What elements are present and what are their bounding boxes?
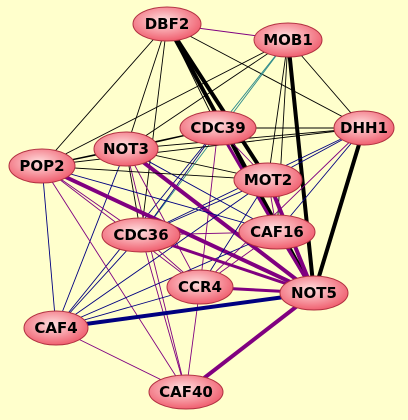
node-cdc39[interactable]: CDC39 xyxy=(179,110,257,146)
node-label: NOT3 xyxy=(103,140,149,158)
node-ellipse xyxy=(233,162,303,198)
node-label: POP2 xyxy=(19,157,64,175)
edge-mob1-caf16 xyxy=(276,39,289,233)
edge-dhh1-pop2 xyxy=(41,127,365,167)
edge-mob1-not5 xyxy=(286,38,316,295)
node-label: CDC36 xyxy=(113,226,168,244)
node-mob1[interactable]: MOB1 xyxy=(253,22,323,58)
node-ellipse xyxy=(253,22,323,58)
node-ellipse xyxy=(166,269,234,305)
edge-dbf2-not3 xyxy=(125,23,168,150)
edge-dhh1-ccr4 xyxy=(199,127,365,288)
edge-mob1-not3 xyxy=(125,39,289,150)
node-ellipse xyxy=(238,214,316,250)
node-label: NOT5 xyxy=(291,284,337,302)
node-label: DHH1 xyxy=(340,119,388,137)
node-label: MOT2 xyxy=(244,171,292,189)
node-mot2[interactable]: MOT2 xyxy=(233,162,303,198)
edge-mob1-mot2 xyxy=(267,39,289,181)
node-label: CAF4 xyxy=(34,319,77,337)
edge-mob1-pop2 xyxy=(41,39,289,167)
node-ellipse xyxy=(23,310,89,346)
node-caf16[interactable]: CAF16 xyxy=(238,214,316,250)
node-cdc36[interactable]: CDC36 xyxy=(101,217,181,253)
node-dhh1[interactable]: DHH1 xyxy=(333,110,395,146)
node-ellipse xyxy=(179,110,257,146)
edge-dhh1-not5 xyxy=(312,126,366,295)
node-label: CAF16 xyxy=(250,223,304,241)
edge-dbf2-dhh1 xyxy=(166,23,365,129)
edge-caf16-caf4 xyxy=(55,231,278,329)
node-ellipse xyxy=(333,110,395,146)
edge-dhh1-caf16 xyxy=(276,127,365,233)
edge-ccr4-caf40 xyxy=(185,286,201,393)
node-label: CAF40 xyxy=(159,383,213,401)
node-caf4[interactable]: CAF4 xyxy=(23,310,89,346)
edge-dbf2-pop2 xyxy=(41,23,168,167)
node-label: DBF2 xyxy=(145,15,190,33)
node-ellipse xyxy=(8,148,76,184)
edge-not5-caf4 xyxy=(54,291,316,330)
node-dbf2[interactable]: DBF2 xyxy=(132,6,202,42)
node-ccr4[interactable]: CCR4 xyxy=(166,269,234,305)
edge-mot2-ccr4 xyxy=(199,179,269,288)
edge-pop2-caf40 xyxy=(41,165,187,393)
node-caf40[interactable]: CAF40 xyxy=(148,374,224,410)
edge-not3-caf40 xyxy=(125,148,187,393)
edge-not5-caf40 xyxy=(184,291,316,394)
node-label: CDC39 xyxy=(190,119,245,137)
node-ellipse xyxy=(101,217,181,253)
edge-pop2-caf4 xyxy=(41,165,57,329)
edge-dbf2-cdc36 xyxy=(140,23,168,236)
node-ellipse xyxy=(132,6,202,42)
edge-pop2-caf16 xyxy=(41,165,278,233)
node-pop2[interactable]: POP2 xyxy=(8,148,76,184)
node-not3[interactable]: NOT3 xyxy=(93,131,159,167)
edge-dbf2-mot2 xyxy=(165,22,270,182)
node-ellipse xyxy=(148,374,224,410)
node-ellipse xyxy=(93,131,159,167)
node-label: MOB1 xyxy=(263,31,313,49)
node-ellipse xyxy=(279,275,349,311)
edge-cdc39-ccr4 xyxy=(199,127,219,288)
edge-not3-caf16 xyxy=(125,148,278,233)
edge-layer xyxy=(40,22,366,394)
node-label: CCR4 xyxy=(178,278,222,296)
node-not5[interactable]: NOT5 xyxy=(279,275,349,311)
edge-not3-caf4 xyxy=(55,148,127,329)
edge-pop2-mot2 xyxy=(41,165,269,181)
